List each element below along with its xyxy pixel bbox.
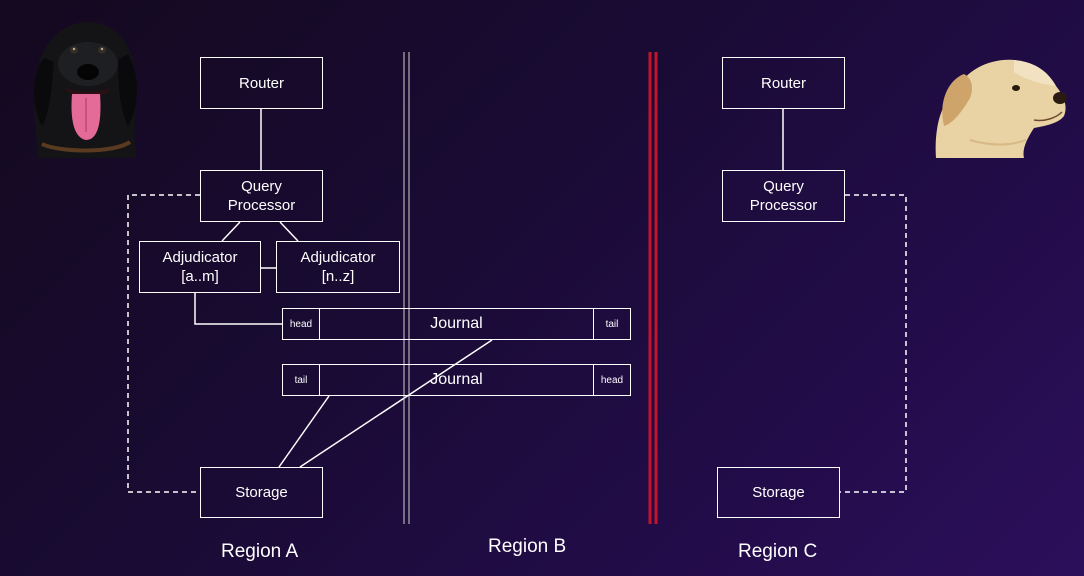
storage-box-region-c[interactable]: Storage <box>717 467 840 518</box>
journal-2-label: Journal <box>430 371 483 388</box>
journal-bar-2[interactable]: tail Journal head <box>282 364 631 396</box>
router-box-region-c[interactable]: Router <box>722 57 845 109</box>
journal-1-head-cap: head <box>283 309 320 339</box>
black-dog-image <box>33 22 137 158</box>
journal-bar-1[interactable]: head Journal tail <box>282 308 631 340</box>
journal-1-to-storage-connector <box>299 339 493 468</box>
yellow-labrador-image <box>935 59 1067 158</box>
region-c-label: Region C <box>738 541 818 562</box>
journal-2-tail-cap: tail <box>283 365 320 395</box>
query-processor-box-region-c[interactable]: Query Processor <box>722 170 845 222</box>
journal-2-head-cap: head <box>593 365 630 395</box>
region-a-label: Region A <box>221 541 299 562</box>
adjudicator-to-journal-connector <box>194 293 282 325</box>
query-to-adjudicator-1-connector <box>221 221 241 242</box>
region-a-dashed-loop <box>127 194 200 493</box>
query-to-adjudicator-2-connector <box>279 221 299 242</box>
adjudicator-box-a-m[interactable]: Adjudicator [a..m] <box>139 241 261 293</box>
storage-box-region-a[interactable]: Storage <box>200 467 323 518</box>
adjudicator-box-n-z[interactable]: Adjudicator [n..z] <box>276 241 400 293</box>
region-b-label: Region B <box>488 536 567 557</box>
journal-2-to-storage-connector <box>278 395 330 468</box>
journal-1-label: Journal <box>430 315 483 332</box>
region-c-dashed-loop <box>840 194 907 493</box>
query-processor-box-region-a[interactable]: Query Processor <box>200 170 323 222</box>
journal-1-tail-cap: tail <box>593 309 630 339</box>
router-box-region-a[interactable]: Router <box>200 57 323 109</box>
